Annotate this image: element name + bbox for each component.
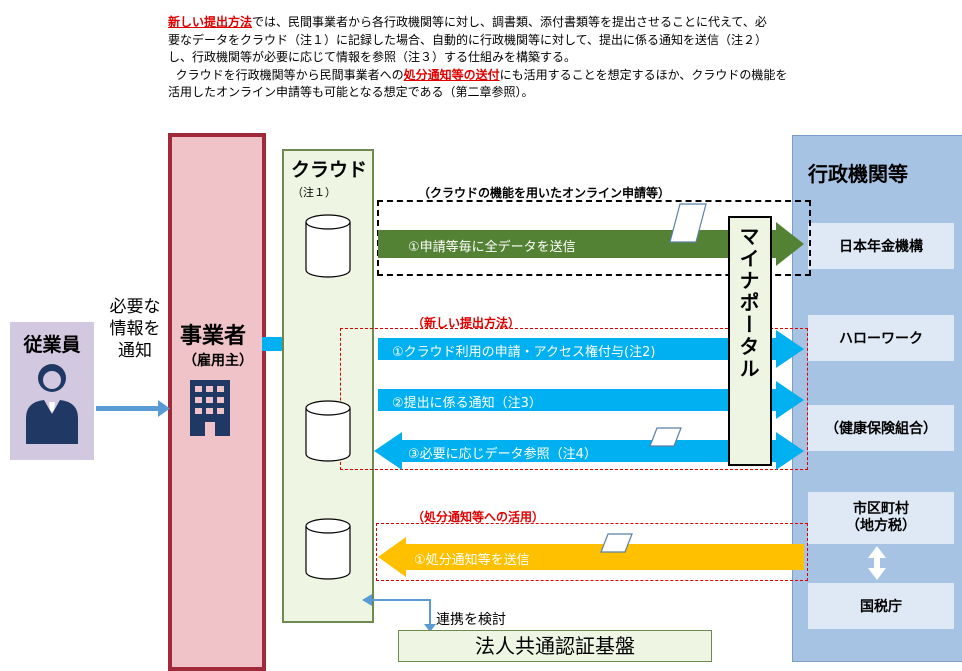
online-send-label: ①申請等毎に全データを送信 [408,240,576,255]
data-ref-label: ③必要に応じデータ参照（注4） [408,447,597,462]
intro-text: 新しい提出方法では、民間事業者から各行政機関等に対し、調書類、添付書類等を提出さ… [168,14,948,102]
employee-label: 従業員 [23,334,81,356]
coop-connector [370,599,431,626]
new-method-section-box [340,328,808,470]
cloud-note: （注１） [292,186,336,199]
online-section-label: （クラウドの機能を用いたオンライン申請等） [418,186,671,200]
notify-submit-arrow [378,381,804,419]
online-send-arrow [378,222,804,266]
database-icon [305,400,351,462]
intro-highlight-new-method: 新しい提出方法 [168,15,253,29]
company-sub-label: （雇用主） [183,353,253,369]
intro-line: クラウドを行政機関等から民間事業者への [175,67,404,82]
person-icon [26,364,78,444]
coop-arrowhead [424,624,436,632]
myna-portal-box [728,216,772,466]
new-method-section-label: （新しい提出方法） [412,316,521,330]
disposition-section-label: （処分通知等への活用） [412,510,545,524]
intro-line: 要なデータをクラウド（注１）に記録した場合、自動的に行政機関等に対して、提出に係… [168,32,768,47]
org-japan-pension: 日本年金機構 [808,223,954,269]
document-icon [669,203,707,243]
database-icon [305,214,351,278]
myna-portal-label: マイナポータル [736,226,760,380]
org-health-insurance: （健康保険組合） [808,405,954,451]
intro-line: し、行政機関等が必要に応じて情報を参照（注３）する仕組みを構築する。 [168,50,577,64]
notify-label: 必要な 情報を 通知 [98,296,172,362]
intro-paragraph-2: クラウドを行政機関等から民間事業者への処分通知等の送付にも活用することを想定する… [168,67,948,102]
gov-link-arrow [868,546,886,580]
cloud-title: クラウド [291,159,368,181]
building-icon [190,380,230,436]
auth-base-box: 法人共通認証基盤 [398,630,712,662]
coop-label: 連携を検討 [436,612,506,628]
company-cloud-connector [262,337,282,351]
intro-line: にも活用することを想定するほか、クラウドの機能を [499,67,788,82]
notify-submit-label: ②提出に係る通知（注3） [392,396,542,411]
intro-line: 活用したオンライン申請等も可能となる想定である（第二章参照）。 [168,85,534,99]
government-title: 行政機関等 [808,162,908,186]
notify-label-line: 必要な [109,297,161,317]
notify-arrow [96,400,170,417]
grant-access-arrow [378,330,804,368]
org-hello-work: ハローワーク [808,315,954,361]
company-label: 事業者 [180,324,247,349]
notify-label-line: 通知 [118,341,152,361]
notify-label-line: 情報を [109,319,161,339]
database-icon [305,518,351,580]
org-national-tax: 国税庁 [808,583,954,629]
disposition-send-label: ①処分通知等を送信 [414,553,530,568]
data-ref-arrow [374,432,804,470]
document-icon [649,427,682,447]
intro-line: では、民間事業者から各行政機関等に対し、調書類、添付書類等を提出させることに代え… [252,15,767,29]
grant-access-label: ①クラウド利用の申請・アクセス権付与(注2) [392,345,656,360]
disposition-section-box [376,523,808,581]
org-municipality: 市区町村 （地方税） [808,492,954,544]
intro-highlight-disposition: 処分通知等の送付 [403,67,500,82]
diagram-graphics [96,203,886,632]
coop-arrowhead [362,594,372,606]
document-icon [600,533,633,553]
intro-paragraph-1: 新しい提出方法では、民間事業者から各行政機関等に対し、調書類、添付書類等を提出さ… [168,14,948,67]
